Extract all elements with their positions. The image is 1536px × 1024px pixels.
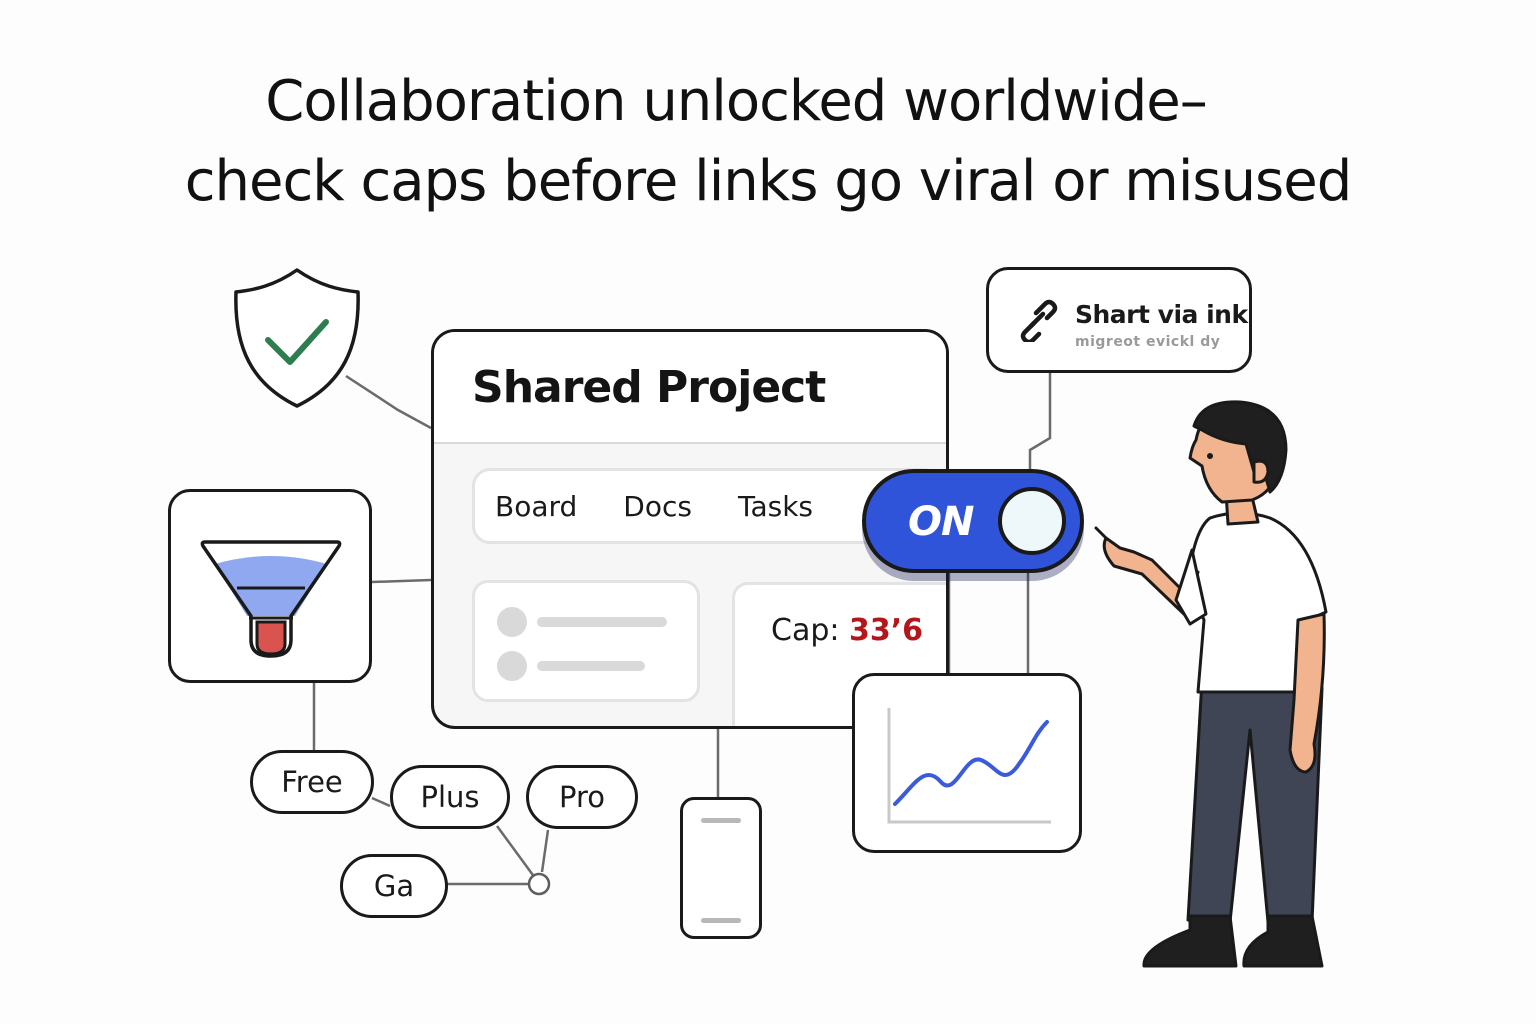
plan-plus[interactable]: Plus: [390, 765, 510, 829]
project-header: Shared Project: [434, 332, 946, 444]
funnel-card: [168, 489, 372, 683]
plan-ga[interactable]: Ga: [340, 854, 448, 918]
share-title: Shart via ink: [1075, 300, 1248, 329]
list-placeholder-card: [472, 580, 700, 702]
chart-card: [852, 673, 1082, 853]
share-link-button[interactable]: Shart via ink migreot evickl dy: [986, 267, 1252, 373]
toggle-knob: [998, 487, 1066, 555]
sharing-toggle[interactable]: ON: [862, 469, 1084, 573]
person-illustration: [1094, 400, 1328, 968]
tab-board[interactable]: Board: [495, 489, 578, 523]
line-chart-icon: [887, 708, 1051, 824]
list-item: [497, 607, 667, 637]
plan-free[interactable]: Free: [250, 750, 374, 814]
cap-readout: Cap: 33’6: [771, 613, 923, 648]
headline-line-2: check caps before links go viral or misu…: [184, 149, 1352, 214]
phone-icon: [680, 797, 762, 939]
cap-label: Cap:: [771, 613, 840, 648]
funnel-icon: [200, 540, 342, 658]
list-item: [497, 651, 645, 681]
shield-check-icon: [234, 268, 360, 408]
headline-line-1: Collaboration unlocked worldwide–: [265, 69, 1207, 134]
tab-tasks[interactable]: Tasks: [737, 489, 814, 523]
plan-pro[interactable]: Pro: [526, 765, 638, 829]
link-icon: [1020, 299, 1058, 342]
avatar: [497, 607, 527, 637]
avatar: [497, 651, 527, 681]
toggle-label: ON: [908, 499, 974, 545]
tab-docs[interactable]: Docs: [623, 489, 692, 523]
project-title: Shared Project: [472, 362, 826, 413]
share-subtitle: migreot evickl dy: [1075, 334, 1221, 350]
project-tabs: Board Docs Tasks: [472, 468, 942, 544]
headline: Collaboration unlocked worldwide– check …: [0, 62, 1536, 222]
cap-value: 33’6: [849, 613, 924, 648]
